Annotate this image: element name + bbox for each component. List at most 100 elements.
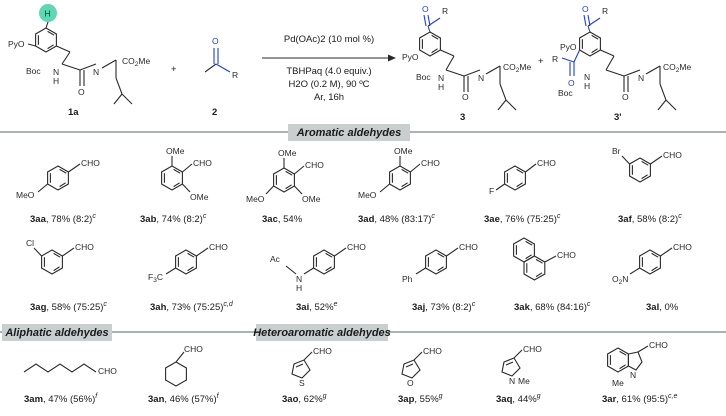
captions-row-2: 3ag, 58% (75:25)c 3ah, 73% (75:25)c,d 3a… (30, 301, 679, 313)
svg-text:PyO: PyO (402, 52, 419, 62)
svg-text:MeO: MeO (246, 194, 265, 204)
caption-3aj: 3aj, 73% (8:2)c (412, 301, 476, 313)
svg-text:O: O (462, 92, 469, 102)
svg-text:O: O (407, 378, 414, 388)
captions-row-3: 3am, 47% (56%)f 3an, 46% (57%)f 3ao, 62%… (24, 393, 677, 405)
caption-3af: 3af, 58% (8:2)c (618, 213, 682, 225)
svg-text:CHO: CHO (459, 242, 478, 252)
product-3-prime: O R PyO O R N H Boc O N CO2Me 3' (552, 4, 691, 123)
svg-text:MeO: MeO (358, 190, 377, 200)
condition-atmosphere: Ar, 16h (314, 92, 344, 103)
svg-text:N: N (638, 73, 644, 83)
struct-3ao: CHO S (291, 346, 332, 388)
caption-3aq: 3aq, 44%g (496, 393, 541, 405)
svg-text:OMe: OMe (302, 194, 321, 204)
struct-3ap: CHO O (401, 346, 442, 388)
svg-text:N: N (630, 370, 636, 380)
svg-text:CHO: CHO (663, 150, 682, 160)
product-3: O R PyO Boc N H O N CO2Me 3 (402, 4, 531, 123)
struct-3ae: CHO F (489, 158, 556, 196)
svg-text:CHO: CHO (347, 242, 366, 252)
section-heteroaromatic: Heteroaromatic aldehydes (253, 324, 726, 341)
caption-3al: 3al, 0% (646, 302, 679, 313)
svg-text:CHO: CHO (209, 242, 228, 252)
condition-oxidant: TBHPaq (4.0 equiv.) (286, 66, 371, 77)
aldehyde-id: 2 (212, 107, 217, 118)
svg-text:N: N (478, 73, 484, 83)
svg-text:Me: Me (518, 376, 530, 386)
svg-text:CHO: CHO (557, 250, 576, 260)
plus-2: + (538, 56, 544, 67)
svg-text:CHO: CHO (649, 340, 668, 350)
product-mono-id: 3 (460, 112, 465, 123)
svg-text:OMe: OMe (278, 148, 297, 158)
svg-text:S: S (299, 378, 305, 388)
aliphatic-header: Aliphatic aldehydes (4, 327, 108, 339)
caption-3ao: 3ao, 62%g (282, 393, 327, 405)
captions-row-1: 3aa, 78% (8:2)c 3ab, 74% (8:2)c 3ac, 54%… (30, 213, 682, 225)
svg-text:OMe: OMe (394, 146, 413, 156)
svg-text:OMe: OMe (166, 146, 185, 156)
svg-text:Boc: Boc (416, 72, 431, 82)
struct-3al: CHO O2N (612, 242, 692, 286)
struct-3an: CHO (165, 344, 203, 387)
caption-3ac: 3ac, 54% (262, 214, 303, 225)
svg-text:CHO: CHO (313, 346, 332, 356)
struct-3ah: CHO F3C (148, 242, 228, 284)
boc-label: Boc (26, 66, 41, 76)
caption-3ab: 3ab, 74% (8:2)c (140, 213, 207, 225)
struct-3ab: CHO OMe OMe (161, 146, 212, 202)
struct-3ag: CHO Cl (26, 238, 94, 275)
svg-text:CHO: CHO (423, 346, 442, 356)
svg-text:Ph: Ph (402, 274, 413, 284)
caption-3ai: 3ai, 52%e (296, 301, 338, 313)
svg-text:Me: Me (612, 378, 624, 388)
svg-text:O: O (622, 92, 629, 102)
struct-3aa: CHO MeO (16, 158, 100, 200)
caption-3ap: 3ap, 55%g (398, 393, 443, 405)
svg-text:O: O (582, 4, 589, 14)
section-aliphatic: Aliphatic aldehydes (0, 324, 262, 341)
caption-3aa: 3aa, 78% (8:2)c (30, 213, 96, 225)
caption-3ar: 3ar, 61% (95:5)c,e (602, 393, 677, 405)
svg-text:F: F (489, 186, 494, 196)
svg-text:CHO: CHO (193, 158, 212, 168)
svg-text:N: N (509, 376, 515, 386)
svg-text:N: N (584, 72, 590, 82)
svg-text:O: O (78, 87, 85, 97)
conditions-block: Pd(OAc)2 (10 mol %) TBHPaq (4.0 equiv.) … (262, 34, 396, 103)
svg-text:Ac: Ac (270, 254, 281, 264)
highlight-h-circle (39, 4, 57, 22)
nh-label: N (53, 67, 59, 77)
condition-solvent: H2O (0.2 M), 90 ºC (288, 79, 369, 90)
substrate-1a: H PyO Boc N H O N CO2Me 1a (8, 4, 150, 118)
caption-3am: 3am, 47% (56%)f (24, 393, 98, 405)
plus-1: + (171, 64, 177, 75)
caption-3an: 3an, 46% (57%)f (148, 393, 220, 405)
svg-text:PyO: PyO (560, 42, 577, 52)
aromatic-header: Aromatic aldehydes (296, 127, 402, 139)
svg-text:CHO: CHO (673, 242, 692, 252)
product-di-id: 3' (614, 112, 622, 123)
substrate-id: 1a (68, 107, 79, 118)
struct-3ak: CHO (513, 237, 576, 281)
h-label: H (45, 9, 51, 19)
struct-3ai: CHO N H Ac (270, 242, 366, 293)
svg-text:CHO: CHO (98, 366, 117, 376)
caption-3ak: 3ak, 68% (84:16)c (514, 301, 591, 313)
struct-3ar: CHO N Me (607, 340, 668, 388)
caption-3ag: 3ag, 58% (75:25)c (30, 301, 107, 313)
r-label: R (232, 70, 238, 80)
struct-3aj: CHO Ph (402, 242, 478, 284)
svg-text:H: H (296, 283, 302, 293)
caption-3ae: 3ae, 76% (75:25)c (484, 213, 561, 225)
svg-text:CHO: CHO (523, 344, 542, 354)
svg-text:CHO: CHO (184, 344, 203, 354)
svg-text:CO2Me: CO2Me (503, 62, 531, 74)
svg-text:Cl: Cl (26, 238, 34, 248)
svg-text:N: N (438, 73, 444, 83)
aldehyde-2: O R 2 (204, 36, 238, 118)
struct-3am: CHO (23, 363, 117, 376)
svg-text:O: O (212, 36, 219, 46)
pyo-label: PyO (8, 39, 25, 49)
